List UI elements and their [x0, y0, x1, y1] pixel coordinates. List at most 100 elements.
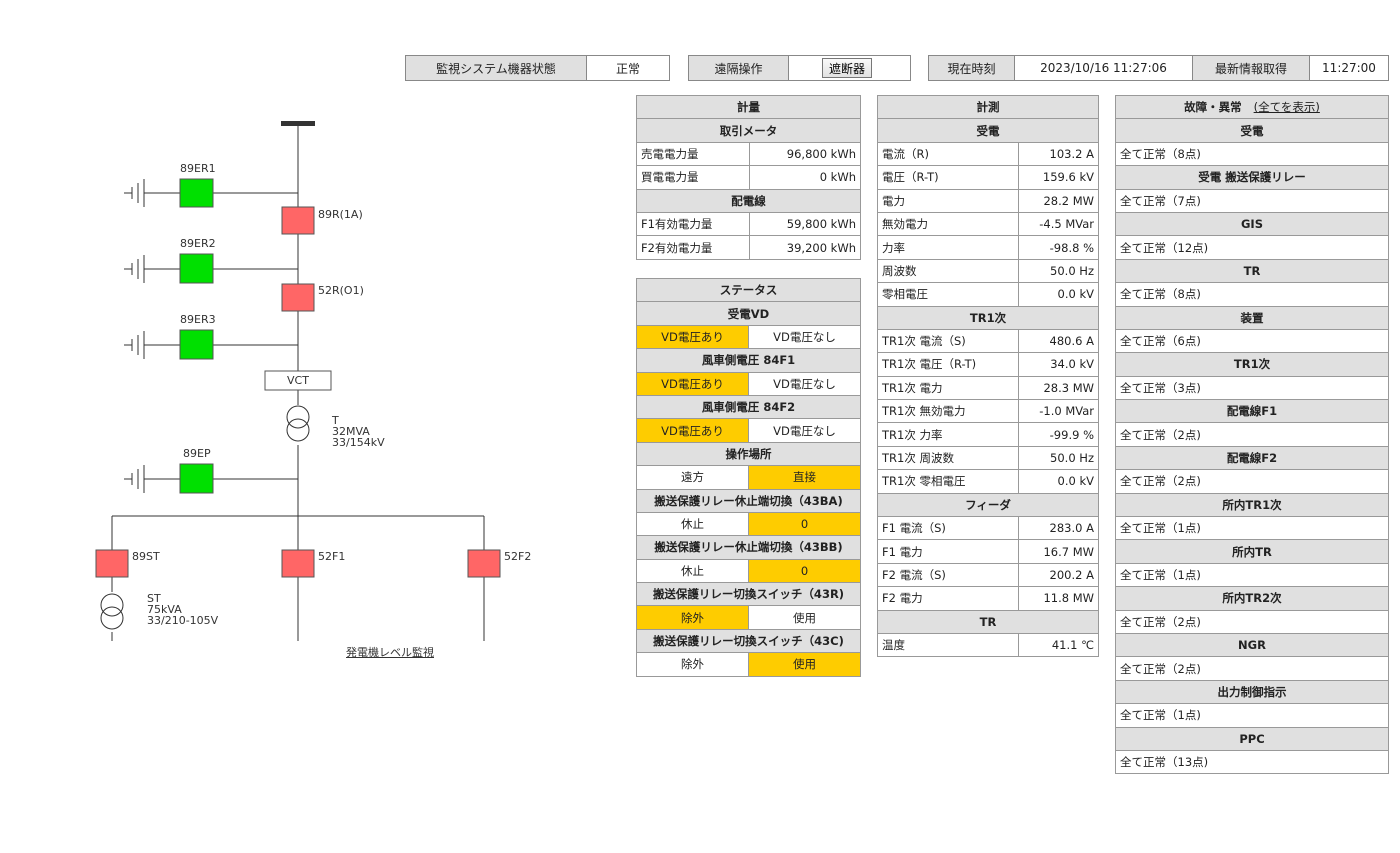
breaker-52F2[interactable]	[467, 549, 501, 578]
status-header: 風車側電圧 84F2	[636, 394, 861, 420]
breaker-button[interactable]: 遮断器	[822, 58, 873, 78]
measure-value: 0.0 kV	[1018, 469, 1099, 494]
metering-title: 計量	[636, 94, 861, 120]
earth-switch-89ER3[interactable]	[124, 329, 298, 360]
monitor-status-value: 正常	[587, 56, 669, 80]
breaker-89R1A[interactable]	[281, 206, 315, 235]
breaker-89ST[interactable]	[95, 549, 129, 578]
clock-box: 現在時刻 2023/10/16 11:27:06 最新情報取得 11:27:00	[928, 55, 1389, 81]
status-header: 操作場所	[636, 441, 861, 467]
fault-section-header: 所内TR	[1115, 539, 1389, 564]
measure-value: -1.0 MVar	[1018, 399, 1099, 424]
earth-switch-89ER2[interactable]	[124, 253, 298, 284]
metering-table: 計量 取引メータ 売電電力量 96,800 kWh 買電電力量 0 kWh 配電…	[636, 94, 861, 260]
fault-section-header: 所内TR1次	[1115, 492, 1389, 518]
measure-label: TR1次 周波数	[877, 445, 1019, 471]
fault-section-value: 全て正常（1点)	[1115, 562, 1389, 588]
measure-label: F2 電流（S)	[877, 562, 1019, 588]
show-all-link[interactable]: (全てを表示)	[1253, 100, 1320, 115]
breaker-52RO1[interactable]	[281, 283, 315, 312]
measure-value: -4.5 MVar	[1018, 211, 1099, 237]
fault-section-header: 所内TR2次	[1115, 586, 1389, 611]
measure-label: 無効電力	[877, 211, 1019, 237]
fault-section-value: 全て正常（7点)	[1115, 188, 1389, 213]
table-row: TR1次 無効電力-1.0 MVar	[877, 399, 1099, 424]
fault-section-value: 全て正常（12点)	[1115, 235, 1389, 260]
measure-label: 周波数	[877, 258, 1019, 284]
status-header: 風車側電圧 84F1	[636, 348, 861, 373]
fault-section-header: 配電線F1	[1115, 399, 1389, 424]
measure-label: TR1次 無効電力	[877, 399, 1019, 424]
fault-section-value: 全て正常（1点)	[1115, 703, 1389, 728]
status-option-right: VD電圧なし	[748, 324, 861, 350]
label-89er2: 89ER2	[180, 237, 216, 250]
table-row: 無効電力-4.5 MVar	[877, 211, 1099, 237]
fault-section-header: NGR	[1115, 632, 1389, 658]
label-52ro1: 52R(O1)	[318, 284, 364, 297]
transformer-st	[99, 592, 125, 632]
faults-table: 故障・異常(全てを表示) 受電 全て正常（8点) 受電 搬送保護リレー 全て正常…	[1115, 94, 1389, 775]
fault-section-value: 全て正常（2点)	[1115, 609, 1389, 634]
label-st-voltage: 33/210-105V	[147, 614, 219, 627]
table-row: TR1次 力率-99.9 %	[877, 422, 1099, 447]
status-title: ステータス	[636, 277, 861, 303]
label-52f1: 52F1	[318, 550, 345, 563]
status-option-right: VD電圧なし	[748, 418, 861, 443]
fault-section-value: 全て正常（2点)	[1115, 656, 1389, 681]
earth-switch-89EP[interactable]	[124, 463, 298, 494]
status-header: 受電VD	[636, 301, 861, 326]
label-89st: 89ST	[132, 550, 160, 563]
generator-level-monitor-link[interactable]: 発電機レベル監視	[346, 646, 434, 659]
measure-value: 28.2 MW	[1018, 188, 1099, 213]
measure-value: 283.0 A	[1018, 516, 1099, 541]
measurement-section-header: 受電	[877, 118, 1099, 143]
fault-section-value: 全て正常（2点)	[1115, 422, 1389, 447]
fault-section-header: TR	[1115, 258, 1389, 284]
status-option-right: VD電圧なし	[748, 371, 861, 396]
measure-label: 電流（R)	[877, 141, 1019, 167]
latest-info-label: 最新情報取得	[1193, 56, 1310, 80]
meter-label: 買電電力量	[636, 165, 750, 190]
faults-title: 故障・異常	[1184, 100, 1242, 115]
status-option-left: 休止	[636, 558, 749, 584]
meter-value: 39,200 kWh	[749, 235, 861, 260]
measure-label: 温度	[877, 632, 1019, 658]
status-header: 搬送保護リレー切換スイッチ（43R)	[636, 582, 861, 607]
label-t-name: T	[331, 414, 339, 427]
measure-label: F1 電力	[877, 539, 1019, 564]
measure-label: F2 電力	[877, 586, 1019, 611]
measure-value: 0.0 kV	[1018, 282, 1099, 307]
status-option-right: 使用	[748, 605, 861, 630]
measure-label: TR1次 電圧（R-T)	[877, 352, 1019, 377]
measure-label: 電圧（R-T)	[877, 165, 1019, 190]
fault-section-value: 全て正常（8点)	[1115, 141, 1389, 167]
table-row: 電流（R)103.2 A	[877, 141, 1099, 167]
measure-label: 力率	[877, 235, 1019, 260]
table-row: TR1次 電流（S)480.6 A	[877, 328, 1099, 354]
remote-operation-label: 遠隔操作	[689, 56, 789, 80]
meter-label: 売電電力量	[636, 141, 750, 167]
meter-label: F1有効電力量	[636, 211, 750, 237]
measure-label: 電力	[877, 188, 1019, 213]
breaker-52F1[interactable]	[281, 549, 315, 578]
earth-switch-89ER1[interactable]	[124, 178, 298, 208]
latest-info-value: 11:27:00	[1310, 56, 1388, 80]
label-st-capacity: 75kVA	[147, 603, 182, 616]
measure-value: 159.6 kV	[1018, 165, 1099, 190]
distribution-line-header: 配電線	[636, 188, 861, 213]
measurement-section-header: TR1次	[877, 305, 1099, 330]
table-row: F2有効電力量 39,200 kWh	[636, 235, 861, 260]
meter-label: F2有効電力量	[636, 235, 750, 260]
measure-value: -98.8 %	[1018, 235, 1099, 260]
fault-section-value: 全て正常（1点)	[1115, 516, 1389, 541]
label-t-capacity: 32MVA	[332, 425, 370, 438]
table-row: 買電電力量 0 kWh	[636, 165, 861, 190]
status-option-right: 直接	[748, 465, 861, 490]
fault-section-value: 全て正常（3点)	[1115, 375, 1389, 401]
measure-label: TR1次 零相電圧	[877, 469, 1019, 494]
label-vct: VCT	[287, 374, 309, 387]
